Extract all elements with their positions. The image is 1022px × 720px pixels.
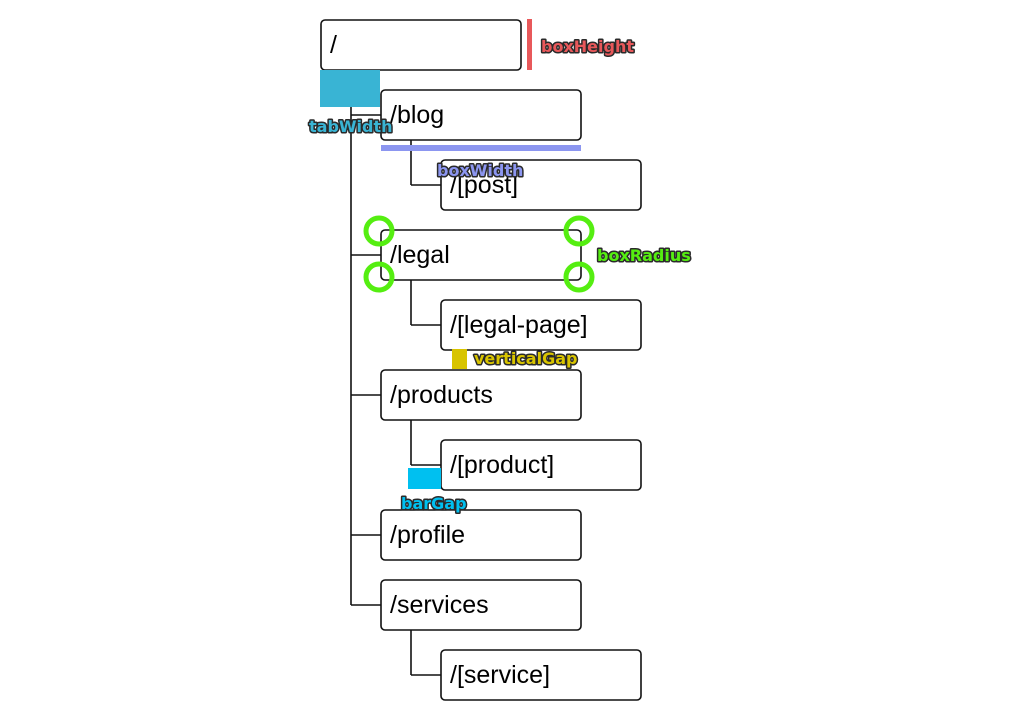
box-height-marker: [527, 19, 532, 70]
route-box: [380, 509, 582, 561]
route-box: [380, 89, 582, 141]
box-height-annotation: boxHeight: [527, 19, 636, 70]
bar-gap-annotation: barGap: [400, 468, 468, 515]
route-box: [320, 19, 522, 71]
route-box: [380, 579, 582, 631]
route-node-product[interactable]: /[product]: [440, 439, 642, 491]
route-node-root[interactable]: /: [320, 19, 522, 71]
route-label: /: [330, 31, 337, 59]
box-radius-marker: [563, 261, 595, 293]
route-label: /profile: [390, 521, 465, 549]
route-label: /[legal-page]: [450, 311, 588, 339]
box-radius-marker: [363, 261, 395, 293]
box-radius-marker: [363, 215, 395, 247]
box-height-label: boxHeight: [541, 37, 634, 56]
tab-width-label: tabWidth: [309, 117, 393, 136]
bar-gap-marker: [408, 468, 441, 489]
route-node-service[interactable]: /[service]: [440, 649, 642, 701]
box-radius-annotation: boxRadius: [363, 215, 692, 293]
route-box: [440, 159, 642, 211]
route-label: /products: [390, 381, 493, 409]
route-box: [380, 229, 582, 281]
route-node-products[interactable]: /products: [380, 369, 582, 421]
route-node-profile[interactable]: /profile: [380, 509, 582, 561]
box-width-annotation: boxWidth: [381, 145, 581, 182]
route-box: [440, 439, 642, 491]
route-node-legal[interactable]: /legal: [380, 229, 582, 281]
route-label: /[service]: [450, 661, 550, 689]
tab-width-marker: [320, 70, 380, 107]
route-node-post[interactable]: /[post]: [440, 159, 642, 211]
vertical-gap-marker: [452, 349, 467, 369]
route-label: /services: [390, 591, 489, 619]
box-radius-marker: [563, 215, 595, 247]
tree-nodes: / /blog /[post] /legal /[legal-page] /pr…: [320, 19, 642, 701]
tree-connectors: [350, 70, 441, 676]
box-width-label: boxWidth: [437, 161, 523, 180]
route-label: /blog: [390, 101, 444, 129]
route-box: [440, 649, 642, 701]
route-label: /[post]: [450, 171, 518, 199]
bar-gap-label: barGap: [401, 494, 467, 513]
route-label: /legal: [390, 241, 450, 269]
box-radius-label: boxRadius: [597, 246, 691, 265]
box-width-marker: [381, 145, 581, 151]
tab-width-annotation: tabWidth: [308, 70, 394, 138]
route-box: [380, 369, 582, 421]
route-label: /[product]: [450, 451, 554, 479]
route-node-blog[interactable]: /blog: [380, 89, 582, 141]
vertical-gap-label: verticalGap: [474, 349, 577, 368]
route-node-services[interactable]: /services: [380, 579, 582, 631]
route-node-legal-page[interactable]: /[legal-page]: [440, 299, 642, 351]
vertical-gap-annotation: verticalGap: [452, 348, 579, 370]
route-box: [440, 299, 642, 351]
annotations: boxHeight tabWidth boxWidth boxRadius ve…: [308, 19, 692, 515]
